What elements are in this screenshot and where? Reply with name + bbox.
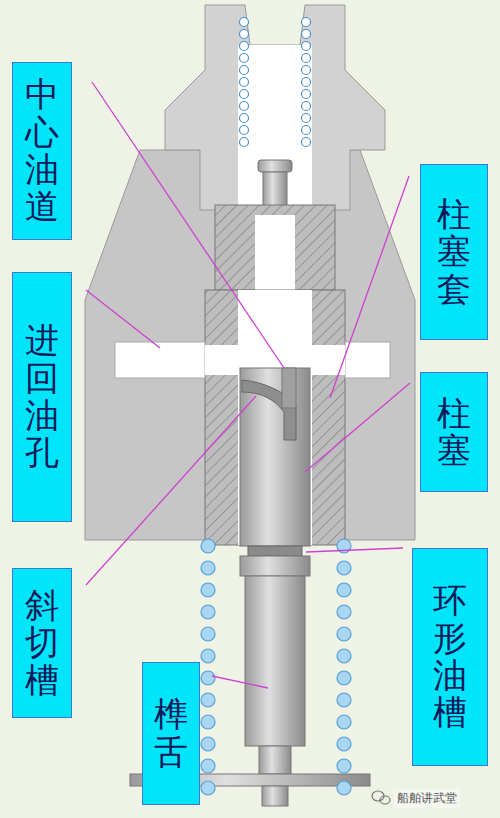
callout-box: 柱塞套 <box>420 164 488 340</box>
part-label: 榫舌 <box>154 696 188 771</box>
leader-lines <box>86 82 410 688</box>
callout-box: 柱塞 <box>420 372 488 492</box>
plunger-collar <box>240 556 310 576</box>
callout-box: 斜切槽 <box>12 568 72 718</box>
plunger <box>240 368 310 546</box>
vertical-slot <box>282 368 296 408</box>
plunger-barrel <box>205 290 345 545</box>
part-label: 进回油孔 <box>25 322 59 472</box>
callout-box: 中心油道 <box>12 62 72 240</box>
part-label: 环形油槽 <box>433 582 467 732</box>
callout-box: 榫舌 <box>142 662 200 805</box>
plunger-tongue <box>259 746 291 774</box>
part-label: 中心油道 <box>25 76 59 226</box>
callout-box: 进回油孔 <box>12 272 72 522</box>
wechat-icon <box>372 791 390 804</box>
valve-seat <box>215 205 335 290</box>
callout-box: 环形油槽 <box>412 548 488 766</box>
delivery-valve-spring <box>240 18 311 147</box>
plunger-spring <box>201 539 351 795</box>
delivery-valve <box>258 160 292 172</box>
tappet-head <box>262 786 288 806</box>
part-label: 柱塞套 <box>437 196 471 308</box>
plunger-lower <box>245 576 305 746</box>
seat-bore <box>255 215 295 290</box>
barrel-bore <box>238 290 312 545</box>
part-label: 柱塞 <box>437 395 471 470</box>
part-label: 斜切槽 <box>25 587 59 699</box>
annular-groove <box>248 546 302 556</box>
oil-port-right <box>345 342 390 378</box>
watermark: 船舶讲武堂 <box>394 789 460 808</box>
